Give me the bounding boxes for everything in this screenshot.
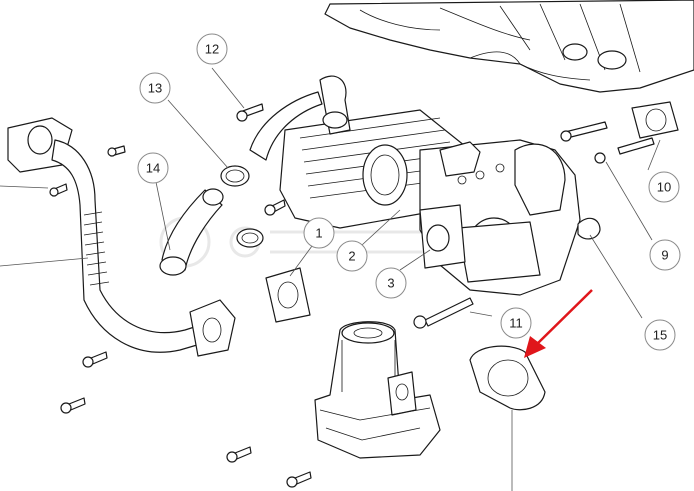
callout-2: 2 <box>336 240 368 272</box>
clamps <box>220 165 264 248</box>
callout-15: 15 <box>644 319 676 351</box>
hose-14 <box>159 188 224 276</box>
callout-13: 13 <box>139 72 171 104</box>
egr-valve <box>314 321 441 459</box>
callout-1: 1 <box>303 217 335 249</box>
callout-9-label: 9 <box>661 248 668 263</box>
plug-15 <box>577 217 601 240</box>
leader-lines <box>0 67 661 491</box>
callout-14: 14 <box>137 152 169 184</box>
gasket-10 <box>631 101 679 139</box>
callout-11-label: 11 <box>509 316 523 331</box>
gasket-1 <box>265 267 311 323</box>
intake-manifold <box>324 0 694 93</box>
callout-3: 3 <box>375 267 407 299</box>
callout-14-label: 14 <box>146 161 160 176</box>
egr-valve-housing <box>419 139 606 296</box>
callout-10: 10 <box>648 171 680 203</box>
nut-9 <box>594 152 606 164</box>
highlight-arrow <box>524 289 593 358</box>
studs <box>560 121 655 155</box>
callout-12-label: 12 <box>205 42 219 57</box>
callout-9: 9 <box>649 239 681 271</box>
small-bolts <box>49 103 312 488</box>
callout-3-label: 3 <box>387 276 394 291</box>
callout-10-label: 10 <box>657 180 671 195</box>
callout-2-label: 2 <box>348 249 355 264</box>
callout-1-label: 1 <box>315 226 322 241</box>
gasket-arrowed <box>469 345 546 411</box>
callout-15-label: 15 <box>653 328 667 343</box>
callout-11: 11 <box>500 307 532 339</box>
callout-12: 12 <box>196 33 228 65</box>
bolt-11 <box>413 297 474 329</box>
callout-13-label: 13 <box>148 81 162 96</box>
egr-pipe <box>7 117 236 357</box>
